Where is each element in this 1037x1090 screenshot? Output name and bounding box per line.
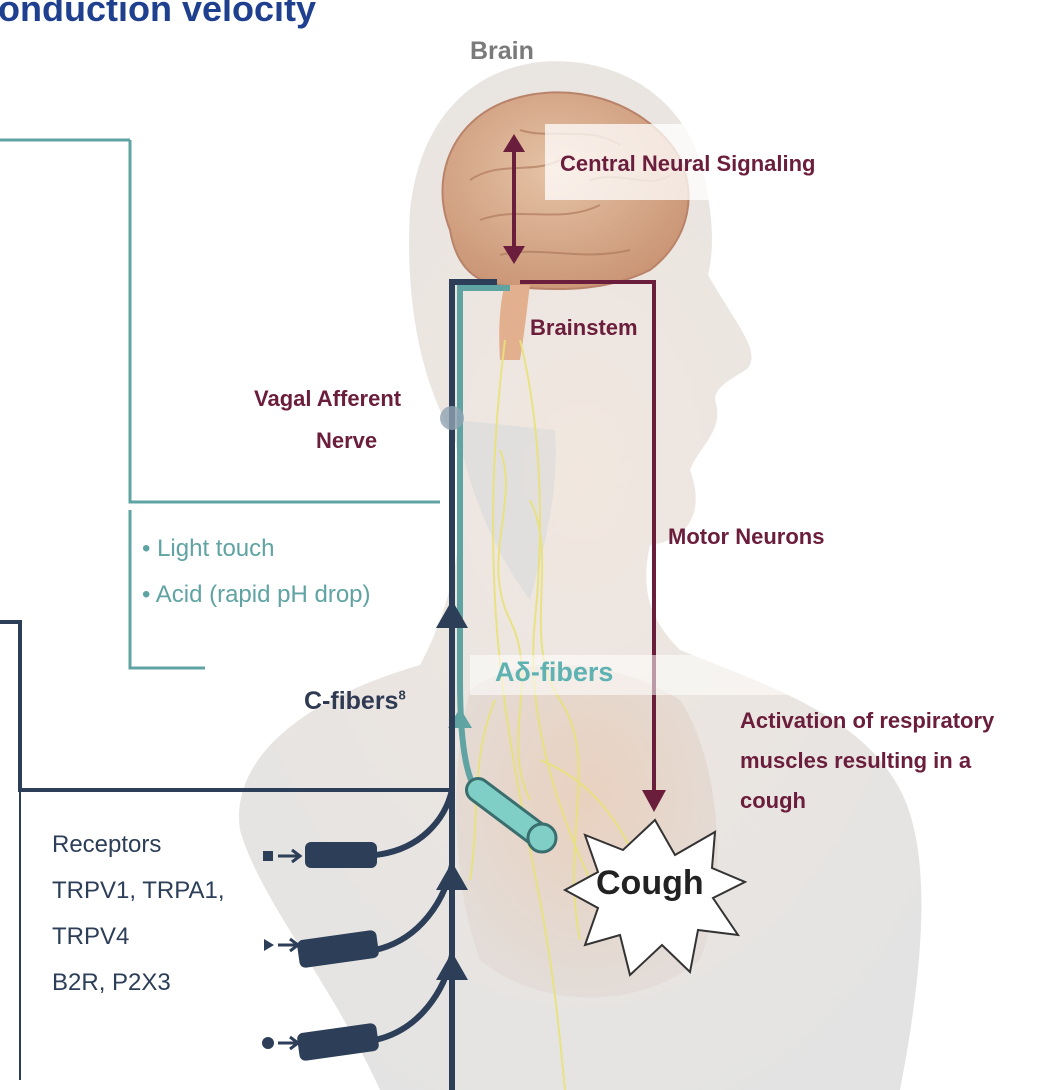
receptors-line-3: B2R, P2X3 <box>52 968 171 998</box>
page-title: onduction velocity <box>0 0 316 31</box>
motor-neurons-label: Motor Neurons <box>668 523 824 551</box>
receptors-heading: Receptors <box>52 830 161 860</box>
brainstem-label: Brainstem <box>530 314 638 342</box>
vagal-afferent-label-line2: Nerve <box>316 427 377 455</box>
brain-label: Brain <box>470 36 534 67</box>
stimulus-light-touch: • Light touch <box>142 534 275 564</box>
a-delta-bracket-upper <box>130 140 440 502</box>
vagal-afferent-label-line1: Vagal Afferent <box>254 385 401 413</box>
central-neural-signaling-label: Central Neural Signaling <box>560 150 816 178</box>
c-fibers-label: C-fibers8 <box>304 686 406 717</box>
receptors-line-1: TRPV1, TRPA1, <box>52 876 225 906</box>
activation-label-line2: muscles resulting in a <box>740 747 971 775</box>
stimulus-acid: • Acid (rapid pH drop) <box>142 580 371 610</box>
cough-label: Cough <box>596 862 704 905</box>
ligand-triangle <box>264 939 274 951</box>
vagal-ganglion <box>440 406 464 430</box>
c-fibers-text: C-fibers <box>304 687 398 715</box>
c-fibers-reference: 8 <box>398 688 405 703</box>
receptors-line-2: TRPV4 <box>52 922 129 952</box>
receptor-capsule-1 <box>305 842 377 868</box>
activation-label-line1: Activation of respiratory <box>740 707 994 735</box>
ligand-circle <box>262 1037 274 1049</box>
activation-label-line3: cough <box>740 787 806 815</box>
a-delta-fibers-label: Aδ-fibers <box>495 656 613 690</box>
ligand-square <box>263 851 273 861</box>
